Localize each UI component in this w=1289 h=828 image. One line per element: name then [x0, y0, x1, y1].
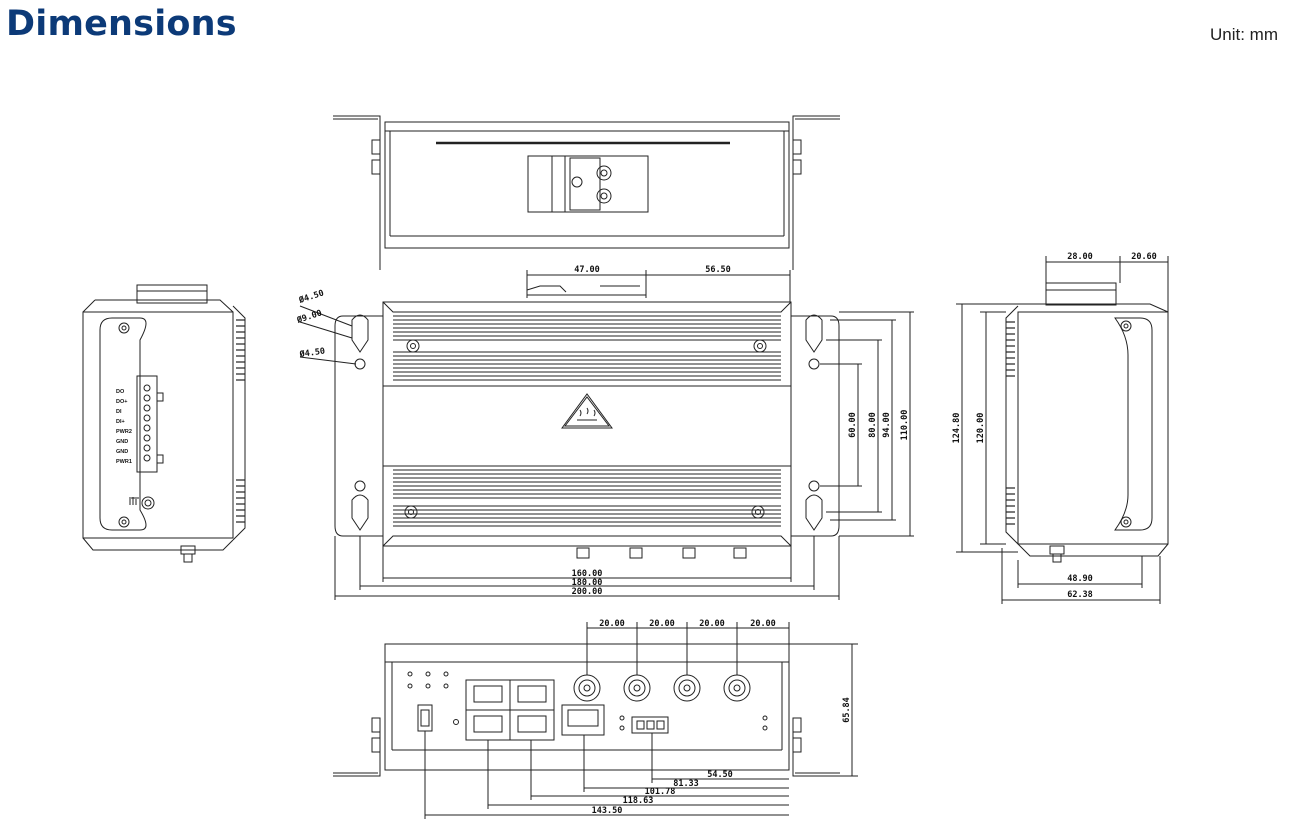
dim-bottom-top-3: 20.00: [750, 619, 776, 629]
terminal-label-1: DO+: [116, 399, 127, 405]
dim-front-right-2: 94.00: [882, 412, 892, 438]
dim-side-bottom-0: 48.90: [1067, 574, 1093, 584]
dim-side-top-1: 20.60: [1131, 252, 1157, 262]
dim-front-top-0: 47.00: [574, 265, 600, 275]
hole-label-1: Ø9.00: [295, 307, 324, 326]
unit-label: Unit: mm: [1210, 25, 1278, 44]
dim-side-left-0: 124.80: [952, 413, 962, 444]
dim-front-bottom-1: 180.00: [572, 578, 603, 588]
dim-front-top-1: 56.50: [705, 265, 731, 275]
dim-side-bottom-1: 62.38: [1067, 590, 1093, 600]
dim-bottom-top-0: 20.00: [599, 619, 625, 629]
hole-label-0: Ø4.50: [297, 287, 326, 306]
front-view: [299, 270, 914, 600]
dim-side-top-0: 28.00: [1067, 252, 1093, 262]
left-side-view: [82, 284, 246, 563]
terminal-label-6: GND: [116, 449, 128, 455]
page-title: Dimensions: [6, 4, 237, 44]
terminal-label-0: DO: [116, 389, 125, 395]
dim-bottom-3: 118.63: [623, 796, 654, 806]
hole-label-2: Ø4.50: [298, 346, 326, 361]
dim-bottom-4: 143.50: [592, 806, 623, 816]
dim-bottom-0: 54.50: [707, 770, 733, 780]
dim-bottom-1: 81.33: [673, 779, 699, 789]
dim-front-right-0: 60.00: [848, 412, 858, 438]
terminal-label-5: GND: [116, 439, 128, 445]
dim-bottom-2: 101.78: [645, 787, 676, 797]
terminal-label-2: DI: [116, 409, 122, 415]
top-view: [333, 115, 840, 270]
dim-bottom-top-2: 20.00: [699, 619, 725, 629]
terminal-label-7: PWR1: [116, 459, 132, 465]
dim-front-bottom-0: 160.00: [572, 569, 603, 579]
dim-side-left-1: 120.00: [976, 413, 986, 444]
terminal-label-4: PWR2: [116, 429, 132, 435]
dim-front-right-3: 110.00: [900, 410, 910, 441]
terminal-label-3: DI+: [116, 419, 125, 425]
dim-front-right-1: 80.00: [868, 412, 878, 438]
dim-bottom-right: 65.84: [842, 697, 852, 723]
dim-bottom-top-1: 20.00: [649, 619, 675, 629]
right-side-view: [956, 256, 1169, 604]
bottom-view: [333, 622, 858, 819]
dim-front-bottom-2: 200.00: [572, 587, 603, 597]
